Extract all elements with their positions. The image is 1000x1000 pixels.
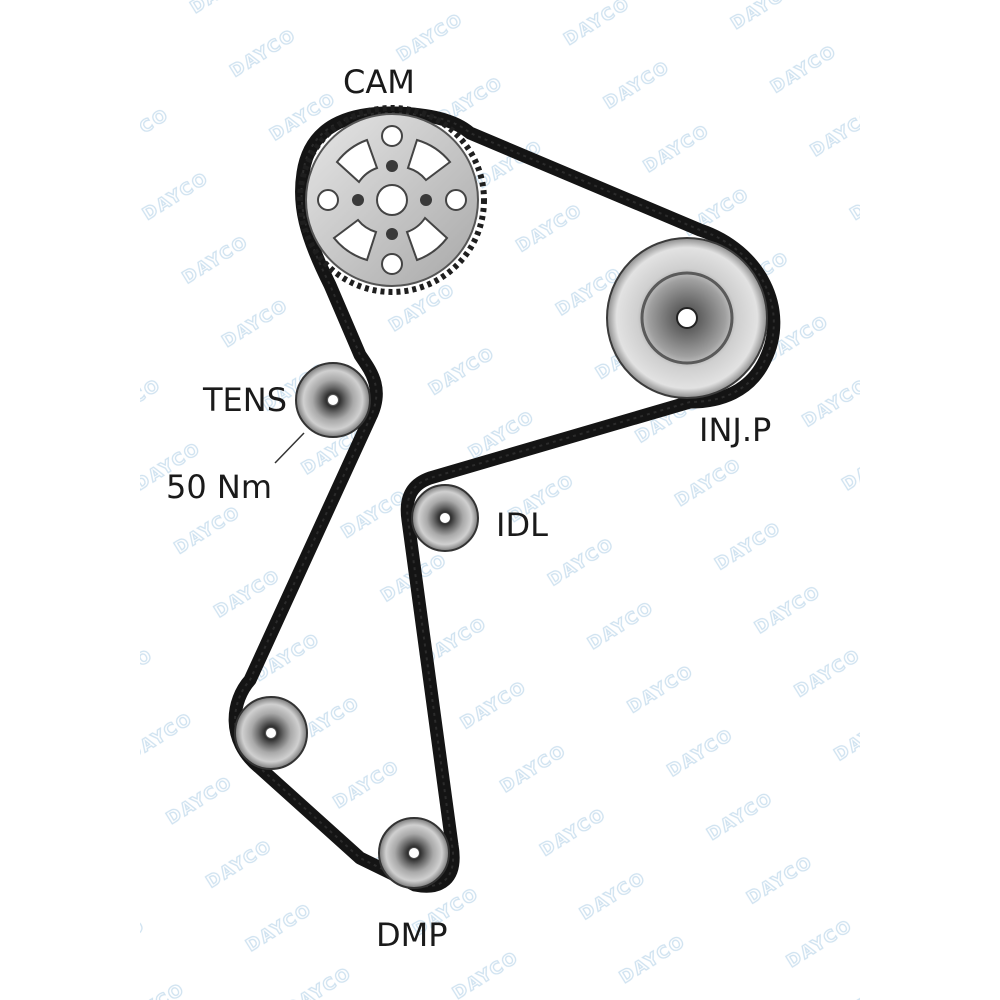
- injection-pump-pulley: [606, 237, 768, 399]
- tensioner-label: TENS: [202, 381, 287, 419]
- tensioner-pulley: [295, 362, 371, 438]
- lower-idler-pulley: [234, 696, 308, 770]
- cam-label: CAM: [343, 63, 415, 101]
- injection-pump-label: INJ.P: [699, 411, 771, 449]
- watermark-background: [140, 0, 860, 1000]
- timing-belt-teeth: [234, 111, 775, 888]
- idler-pulley: [411, 484, 479, 552]
- cam-sprocket: [297, 105, 487, 295]
- damper-pulley: [378, 817, 450, 889]
- torque-leader-line: [274, 432, 305, 464]
- torque-label: 50 Nm: [166, 468, 272, 506]
- damper-label: DMP: [376, 916, 448, 954]
- idler-label: IDL: [496, 506, 548, 544]
